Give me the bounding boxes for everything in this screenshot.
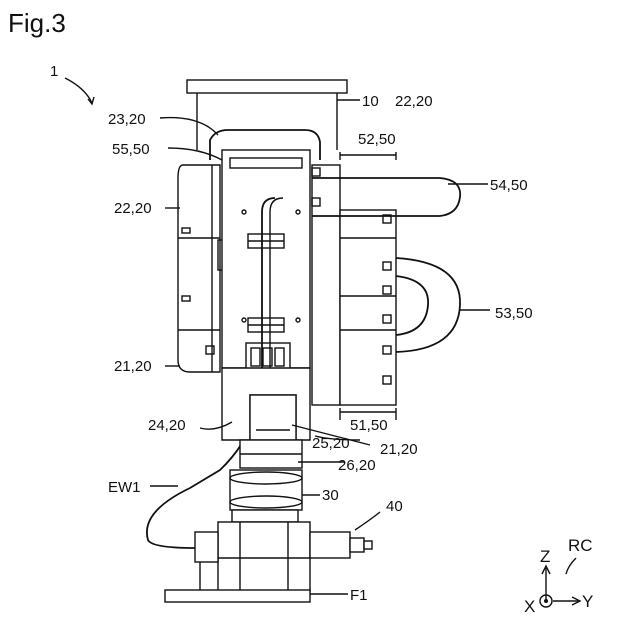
label-22-20-right: 22,20	[395, 93, 433, 110]
label-51-50: 51,50	[350, 417, 388, 434]
label-axis-y: Y	[582, 592, 593, 611]
welding-gun	[165, 510, 372, 602]
label-21-20-right: 21,20	[380, 441, 418, 458]
label-53-50: 53,50	[495, 305, 533, 322]
label-52-50: 52,50	[358, 131, 396, 148]
label-30: 30	[322, 487, 339, 504]
label-rc: RC	[568, 536, 593, 555]
central-body	[222, 150, 310, 371]
label-f1: F1	[350, 587, 368, 604]
rotary-unit	[230, 470, 302, 510]
label-axis-z: Z	[540, 547, 550, 566]
label-21-20-left: 21,20	[114, 358, 152, 375]
label-55-50: 55,50	[112, 141, 150, 158]
label-ew1: EW1	[108, 479, 141, 496]
label-54-50: 54,50	[490, 177, 528, 194]
label-robot: 1	[50, 63, 58, 80]
label-40: 40	[386, 498, 403, 515]
label-22-20-left: 22,20	[114, 200, 152, 217]
label-25-20: 25,20	[312, 435, 350, 452]
right-motor-unit	[312, 165, 396, 420]
left-motor-unit	[178, 165, 228, 372]
label-23-20: 23,20	[108, 111, 146, 128]
label-base-plate: 10	[362, 93, 379, 110]
label-26-20: 26,20	[338, 457, 376, 474]
label-24-20: 24,20	[148, 417, 186, 434]
label-axis-x: X	[524, 597, 535, 616]
